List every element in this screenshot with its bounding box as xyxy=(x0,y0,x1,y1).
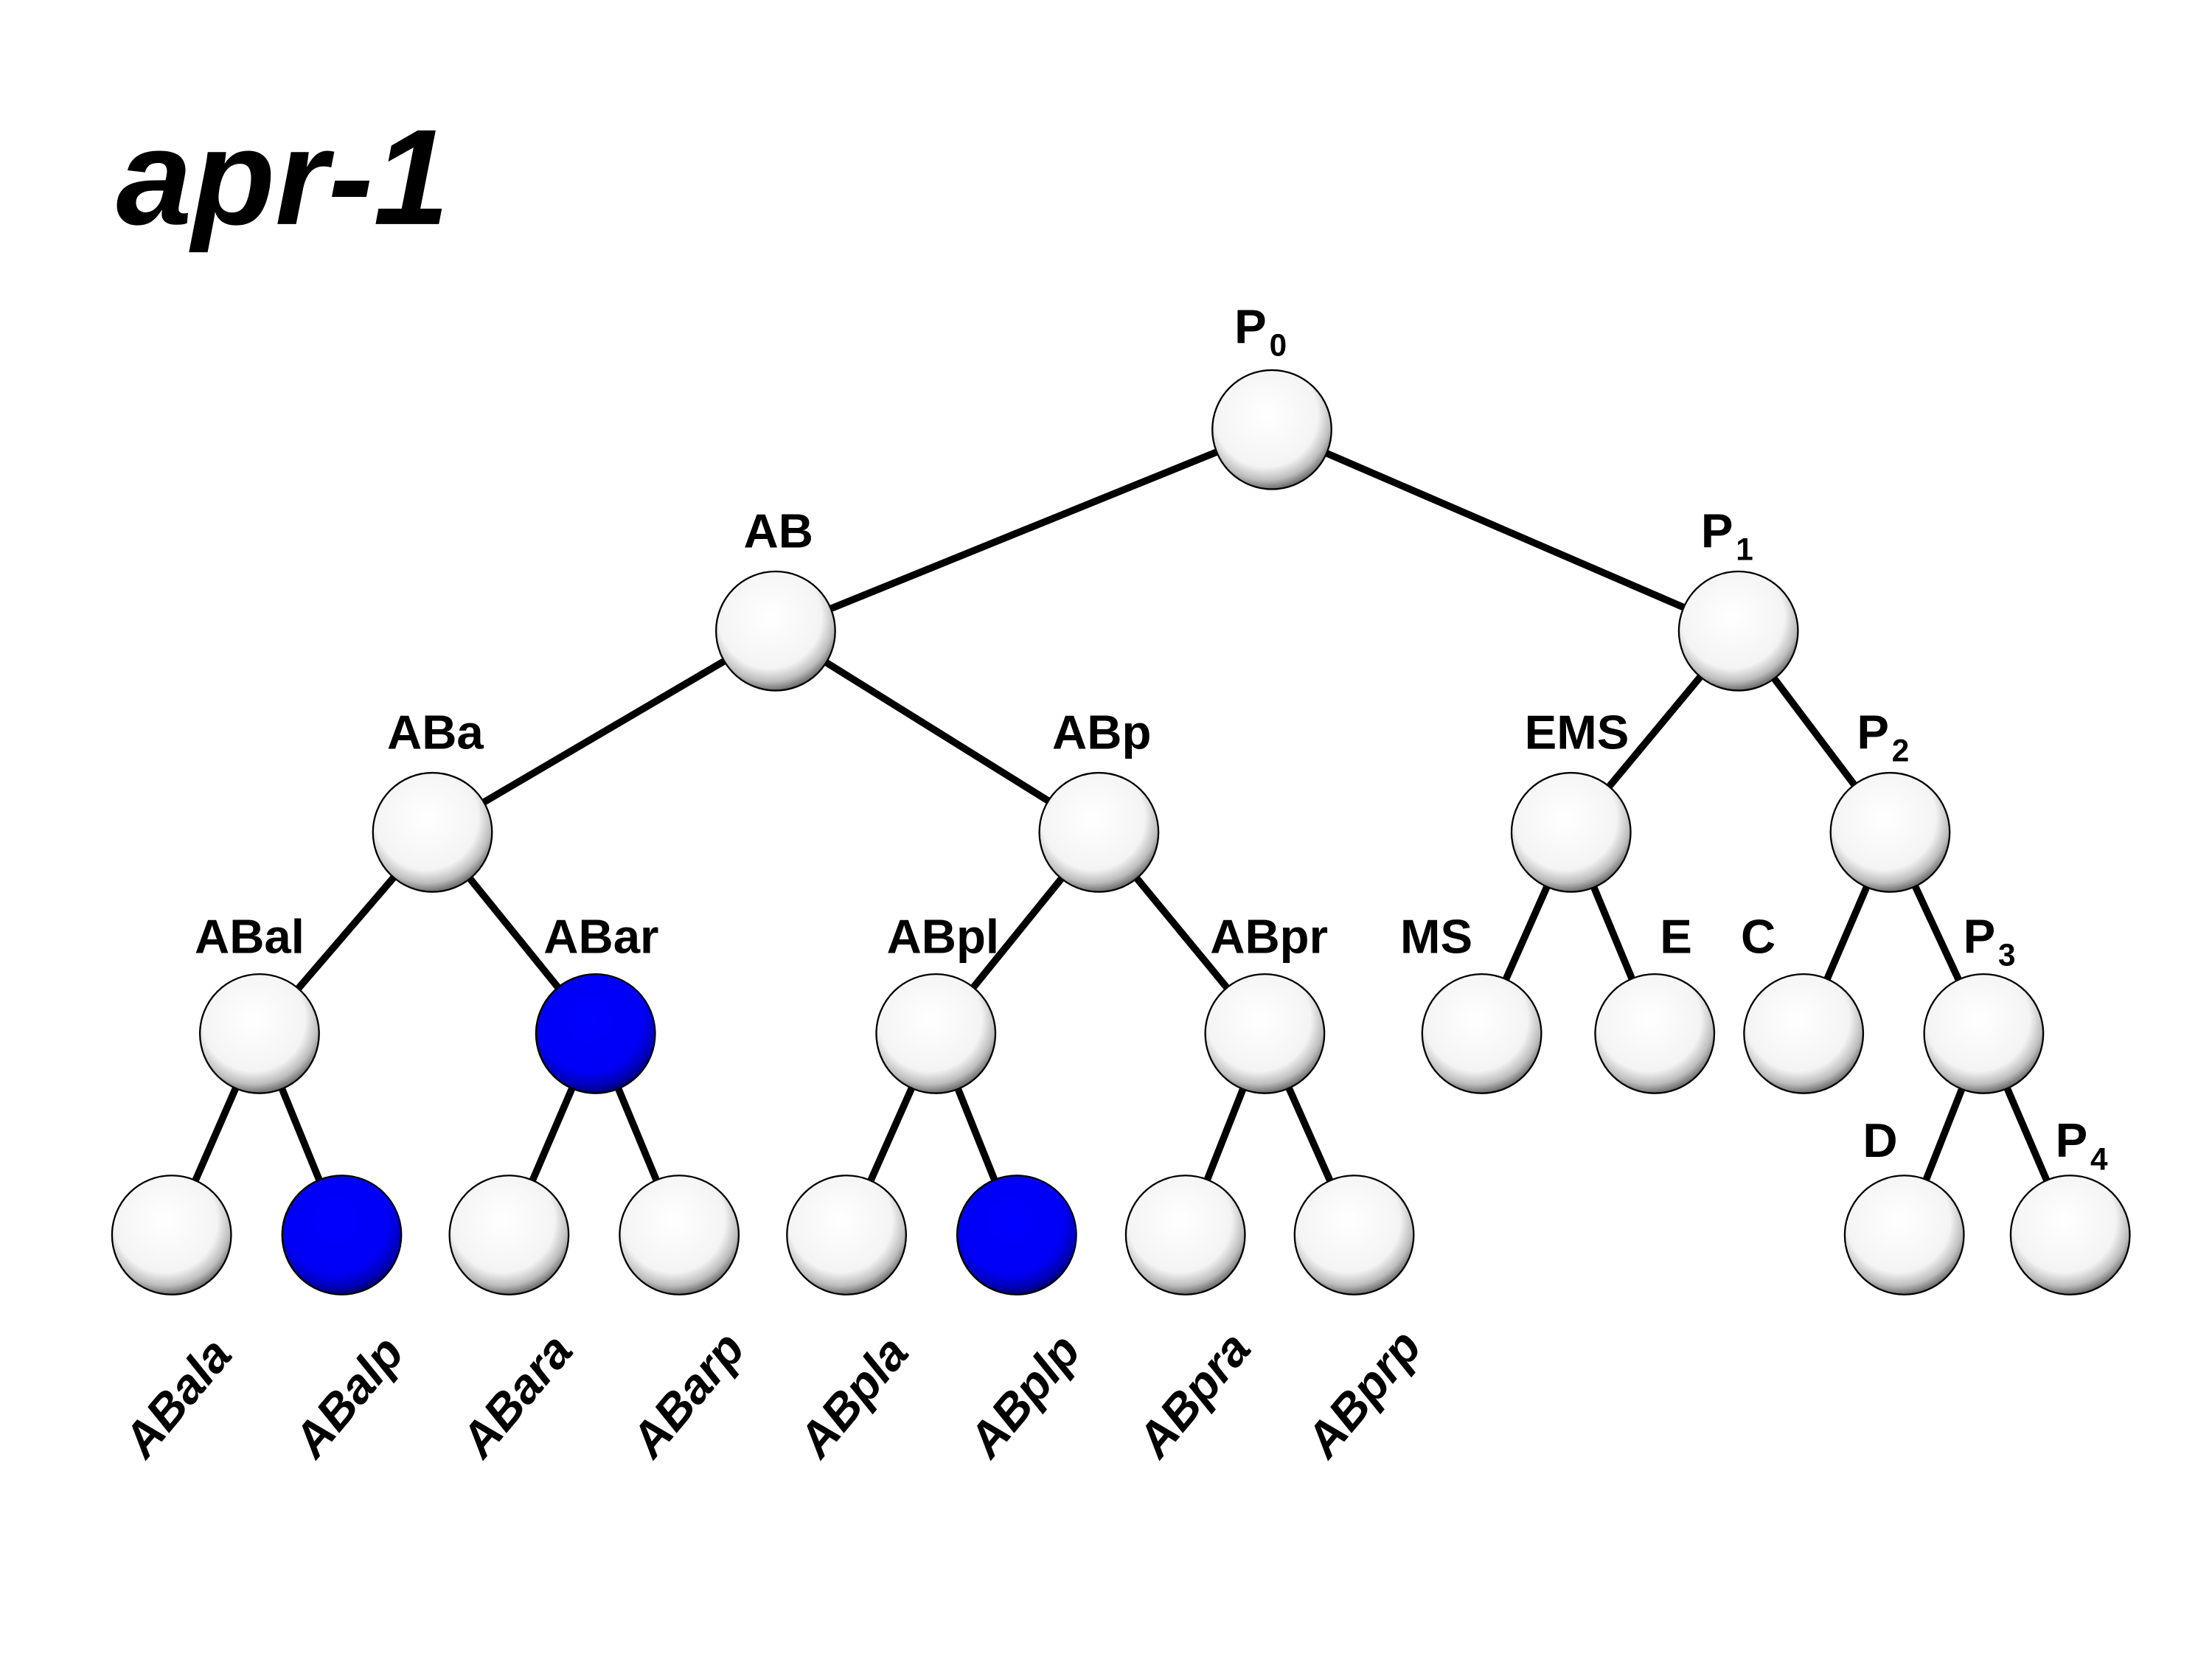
edge-ABa-ABar xyxy=(462,869,564,994)
cell-node-D xyxy=(1843,1175,1965,1295)
cell-node-P1 xyxy=(1677,570,1799,692)
edge-ABpl-ABpla xyxy=(865,1078,919,1187)
cell-label-ABprp: ABprp xyxy=(1294,1320,1431,1468)
cell-label-subscript: 4 xyxy=(2090,1142,2108,1177)
cell-label-MS: MS xyxy=(1400,909,1472,963)
edge-ABa-ABal xyxy=(292,868,403,995)
cell-label-ABpr: ABpr xyxy=(1210,909,1328,963)
cell-label-ABarp: ABarp xyxy=(619,1322,754,1469)
cell-label-ABpla: ABpla xyxy=(787,1326,919,1468)
cell-label-text: E xyxy=(1660,909,1692,963)
cell-label-text: P xyxy=(2056,1113,2088,1167)
cell-node-EMS xyxy=(1510,771,1632,893)
edge-EMS-MS xyxy=(1500,877,1554,985)
edge-ABpl-ABplp xyxy=(951,1079,1000,1186)
cell-label-E: E xyxy=(1660,909,1692,963)
cell-node-P3 xyxy=(1923,973,2045,1094)
cell-label-ABplp: ABplp xyxy=(957,1324,1091,1468)
cell-label-D: D xyxy=(1863,1113,1897,1167)
cell-label-text: P xyxy=(1701,504,1733,557)
cell-node-P4 xyxy=(2009,1175,2131,1295)
cell-label-ABalp: ABalp xyxy=(282,1326,414,1468)
cell-label-text: ABal xyxy=(195,909,305,963)
cell-node-ABpla xyxy=(786,1175,907,1295)
cell-node-ABar-highlighted xyxy=(535,973,656,1094)
cell-label-text: AB xyxy=(744,504,813,557)
cell-node-P0 xyxy=(1211,369,1332,490)
edge-ABal-ABala xyxy=(190,1078,243,1186)
cell-node-ABal xyxy=(199,973,320,1094)
edge-ABal-ABalp xyxy=(275,1079,324,1186)
cell-node-ABa xyxy=(372,771,493,893)
cell-label-ABal: ABal xyxy=(195,909,305,963)
cell-label-text: D xyxy=(1863,1113,1897,1167)
edge-P3-P4 xyxy=(2000,1079,2052,1186)
cell-node-ABplp-highlighted xyxy=(956,1175,1077,1295)
cell-label-text: P xyxy=(1234,299,1267,353)
cell-label-text: ABa xyxy=(387,705,484,759)
cell-label-text: P xyxy=(1857,705,1889,759)
cell-node-E xyxy=(1594,973,1716,1094)
edge-ABpr-ABpra xyxy=(1202,1079,1250,1186)
cell-node-C xyxy=(1743,973,1865,1094)
edge-AB-ABa xyxy=(478,653,734,808)
cell-node-ABalp-highlighted xyxy=(281,1175,403,1295)
cell-label-subscript: 3 xyxy=(1998,938,2016,973)
cell-node-MS xyxy=(1421,973,1543,1094)
cell-label-text: EMS xyxy=(1525,705,1630,759)
edge-P2-P3 xyxy=(1908,877,1964,986)
cell-label-subscript: 2 xyxy=(1892,734,1910,768)
cell-label-text: ABar xyxy=(543,909,658,963)
nodes-layer xyxy=(111,369,2131,1295)
edge-EMS-E xyxy=(1587,877,1638,985)
cell-label-subscript: 0 xyxy=(1270,328,1287,363)
cell-node-ABprp xyxy=(1293,1175,1415,1295)
gene-title: apr-1 xyxy=(116,102,449,254)
edge-ABpr-ABprp xyxy=(1281,1078,1335,1187)
edge-AB-ABp xyxy=(816,654,1054,807)
cell-label-text: P xyxy=(1964,909,1996,963)
cell-node-ABpl xyxy=(875,973,997,1094)
cell-node-ABpra xyxy=(1124,1175,1246,1295)
cell-label-ABpra: ABpra xyxy=(1126,1322,1261,1469)
edge-P1-EMS xyxy=(1603,667,1709,793)
edge-P0-AB xyxy=(824,445,1227,614)
cell-label-EMS: EMS xyxy=(1525,705,1630,759)
cell-label-ABala: ABala xyxy=(112,1328,242,1468)
cell-node-ABara xyxy=(448,1175,570,1295)
cell-node-ABarp xyxy=(619,1175,740,1295)
cell-label-ABpl: ABpl xyxy=(887,909,1000,963)
cell-node-AB xyxy=(715,570,836,692)
cell-label-ABp: ABp xyxy=(1052,705,1151,759)
cell-label-text: ABpr xyxy=(1210,909,1328,963)
cell-label-AB: AB xyxy=(744,504,813,557)
cell-label-text: ABpl xyxy=(887,909,1000,963)
edge-ABp-ABpl xyxy=(967,869,1070,994)
cell-label-ABara: ABara xyxy=(449,1324,582,1468)
cell-node-P2 xyxy=(1829,771,1951,893)
cell-node-ABpr xyxy=(1204,973,1326,1094)
cell-label-ABa: ABa xyxy=(387,705,484,759)
cell-label-C: C xyxy=(1741,909,1775,963)
cell-label-subscript: 1 xyxy=(1736,532,1753,567)
edge-ABar-ABarp xyxy=(611,1079,662,1186)
edge-P1-P2 xyxy=(1766,669,1860,791)
cell-label-text: C xyxy=(1741,909,1775,963)
cell-node-ABala xyxy=(111,1175,232,1295)
cell-node-ABp xyxy=(1038,771,1160,893)
cell-label-text: MS xyxy=(1400,909,1472,963)
edge-P3-D xyxy=(1921,1079,1969,1186)
edge-P2-C xyxy=(1822,877,1874,985)
edge-ABp-ABpr xyxy=(1128,869,1233,994)
cell-label-ABar: ABar xyxy=(543,909,658,963)
edge-P0-P1 xyxy=(1317,446,1690,613)
edges-layer xyxy=(190,445,2052,1187)
cell-label-text: ABp xyxy=(1052,705,1151,759)
edge-ABar-ABara xyxy=(527,1079,580,1186)
